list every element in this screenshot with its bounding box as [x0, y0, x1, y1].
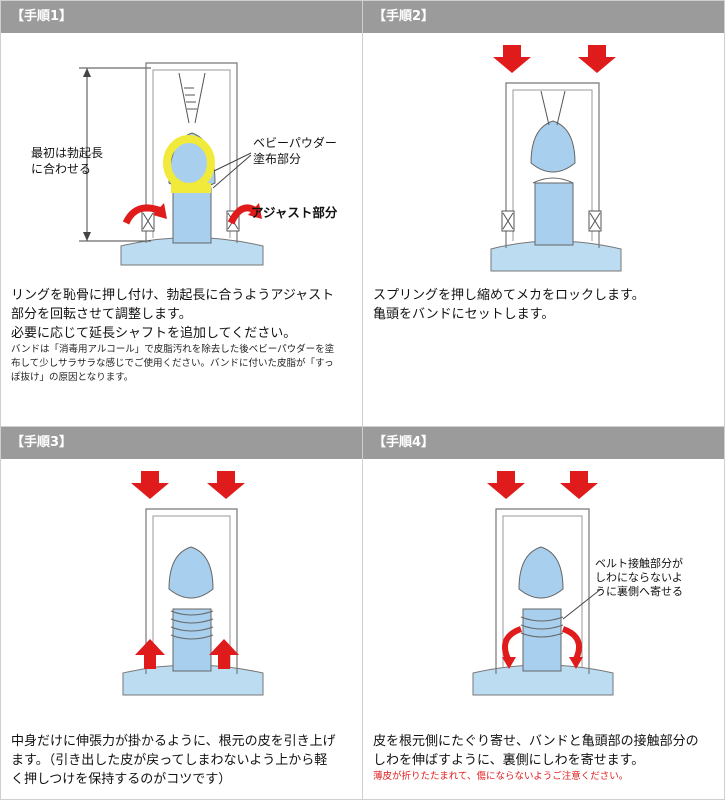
- powder-label-line2: 塗布部分: [253, 151, 301, 166]
- powder-label-line1: ベビーパウダー: [253, 135, 337, 150]
- text-line: 必要に応じて延長シャフトを追加してください。: [11, 326, 297, 341]
- step-3-diagram: [1, 459, 362, 708]
- step-4-description: 皮を根元側にたぐり寄せ、バンドと亀頭部の接触部分の しわを伸ばすように、裏側にし…: [373, 732, 716, 784]
- text-line: 皮を根元側にたぐり寄せ、バンドと亀頭部の接触部分の: [373, 734, 699, 749]
- adjust-label: アジャスト部分: [251, 205, 338, 220]
- text-line: しわを伸ばすように、裏側にしわを寄せます。: [373, 753, 645, 768]
- step-1-panel: 【手順1】: [0, 0, 363, 427]
- text-line: 中身だけに伸張力が掛かるように、根元の皮を引き上げ: [11, 734, 336, 749]
- warning-text: 薄皮が折りたたまれて、傷にならないようご注意ください。: [373, 771, 629, 782]
- note-line: バンドは「消毒用アルコール」で皮脂汚れを除去した後ベビーパウダーを塗: [11, 344, 335, 355]
- text-line: ます。（引き出した皮が戻ってしまわないよう上から軽: [11, 753, 328, 768]
- step-1-diagram: 最初は勃起長 に合わせる ベビーパウダー 塗布部分 アジャスト部分: [1, 33, 362, 282]
- belt-label-line2: しわにならないよ: [595, 571, 683, 584]
- step-3-header: 【手順3】: [1, 427, 362, 459]
- text-line: 亀頭をバンドにセットします。: [373, 307, 555, 322]
- text-line: リングを恥骨に押し付け、勃起長に合うようアジャスト: [11, 288, 335, 303]
- step-4-diagram: ベルト接触部分が しわにならないよ うに裏側へ寄せる: [363, 459, 724, 708]
- step-3-description: 中身だけに伸張力が掛かるように、根元の皮を引き上げ ます。（引き出した皮が戻って…: [11, 732, 354, 789]
- length-label-line1: 最初は勃起長: [31, 146, 103, 160]
- step-1-header: 【手順1】: [1, 1, 362, 33]
- belt-label-line3: うに裏側へ寄せる: [595, 584, 683, 598]
- length-label-line2: に合わせる: [31, 161, 91, 176]
- step-2-description: スプリングを押し縮めてメカをロックします。 亀頭をバンドにセットします。: [373, 286, 716, 324]
- text-line: スプリングを押し縮めてメカをロックします。: [373, 288, 645, 303]
- text-line: 部分を回転させて調整します。: [11, 307, 192, 322]
- step-2-diagram: [363, 33, 724, 282]
- step-3-panel: 【手順3】 中身だけに伸張: [0, 426, 363, 800]
- note-line: 布して少しサラサラな感じでご使用ください。バンドに付いた皮脂が「すっ: [11, 358, 334, 369]
- note-line: ぽ抜け」の原因となります。: [11, 372, 134, 383]
- step-4-panel: 【手順4】 ベルト接触部分が: [362, 426, 725, 800]
- step-1-description: リングを恥骨に押し付け、勃起長に合うようアジャスト 部分を回転させて調整します。…: [11, 286, 354, 385]
- step-4-header: 【手順4】: [363, 427, 724, 459]
- step-2-header: 【手順2】: [363, 1, 724, 33]
- belt-label-line1: ベルト接触部分が: [595, 556, 683, 570]
- text-line: く押しつけを保持するのがコツです）: [11, 772, 232, 787]
- step-2-panel: 【手順2】: [362, 0, 725, 427]
